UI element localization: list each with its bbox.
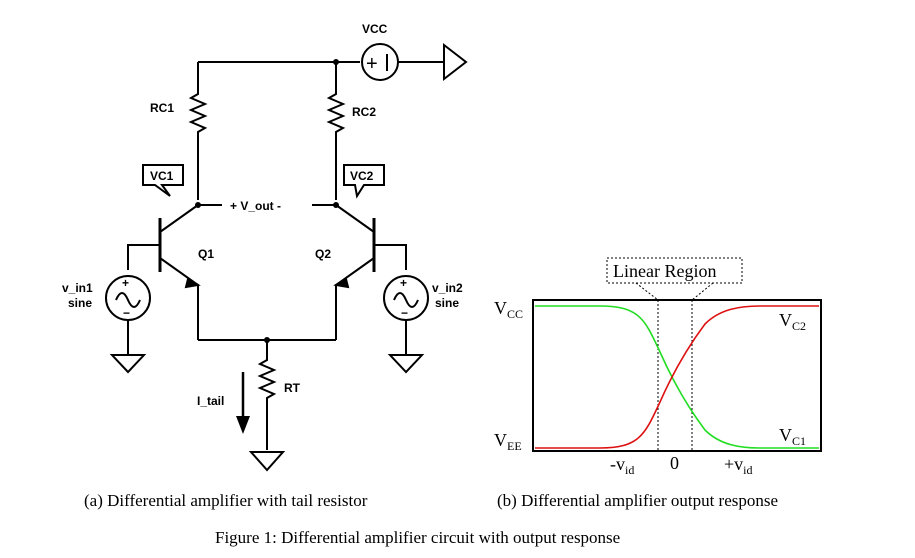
svg-text:+: + (122, 276, 129, 290)
ground-arrow-icon (443, 42, 468, 82)
q1-label: Q1 (198, 247, 214, 261)
rc2-resistor-icon (326, 62, 346, 200)
rc1-resistor-icon (188, 62, 208, 200)
svg-text:VC1: VC1 (150, 169, 174, 183)
svg-text:−: − (401, 306, 408, 320)
tick-neg-vid: -vid (610, 454, 634, 477)
svg-text:VC2: VC2 (350, 169, 374, 183)
vee-axis-label: VEE (494, 430, 522, 453)
vin1-sine-source-icon: + − (105, 275, 151, 374)
rc1-label: RC1 (150, 101, 174, 115)
plot-frame (532, 299, 822, 452)
q2-label: Q2 (315, 247, 331, 261)
q1-transistor-icon (127, 204, 201, 340)
rc2-label: RC2 (352, 105, 376, 119)
svg-text:Linear Region: Linear Region (613, 261, 716, 281)
itail-label: I_tail (197, 394, 224, 408)
vc2-curve (535, 305, 819, 449)
vc2-tag: VC2 (343, 164, 385, 199)
linear-region-box: Linear Region (606, 257, 743, 284)
tick-zero: 0 (670, 453, 679, 473)
rt-label: RT (284, 381, 301, 395)
vc1-curve (535, 305, 819, 449)
region-leader-left (635, 282, 659, 301)
caption-a: (a) Differential amplifier with tail res… (84, 491, 368, 510)
tail-ground-icon (248, 451, 286, 472)
vcc-axis-label: VCC (494, 298, 523, 321)
vin2-sine-source-icon: + − (383, 275, 429, 374)
region-leader-right (691, 282, 714, 301)
vin2-type: sine (435, 296, 459, 310)
vc2-curve-label: VC2 (779, 310, 806, 333)
svg-text:+: + (400, 276, 407, 290)
vcc-source-icon: + (361, 43, 399, 81)
vcc-label: VCC (362, 22, 388, 36)
caption-b: (b) Differential amplifier output respon… (497, 491, 778, 510)
itail-arrow-icon (236, 372, 250, 434)
rt-resistor-icon (257, 340, 277, 450)
output-response-plot: Linear Region VCC VEE VC2 VC1 -vid 0 +vi… (494, 257, 822, 477)
figure-caption: Figure 1: Differential amplifier circuit… (215, 528, 620, 547)
svg-text:+: + (366, 53, 378, 75)
circuit-schematic: VCC + RC1 RC2 VC1 VC2 + V_out - (62, 22, 468, 472)
vin1-type: sine (68, 296, 92, 310)
vout-label: + V_out - (230, 199, 281, 213)
tick-pos-vid: +vid (724, 454, 753, 477)
svg-text:−: − (123, 306, 130, 320)
vin1-name: v_in1 (62, 281, 93, 295)
vc1-curve-label: VC1 (779, 425, 806, 448)
q2-transistor-icon (333, 204, 407, 340)
vin2-name: v_in2 (432, 281, 463, 295)
vc1-tag: VC1 (142, 164, 184, 197)
